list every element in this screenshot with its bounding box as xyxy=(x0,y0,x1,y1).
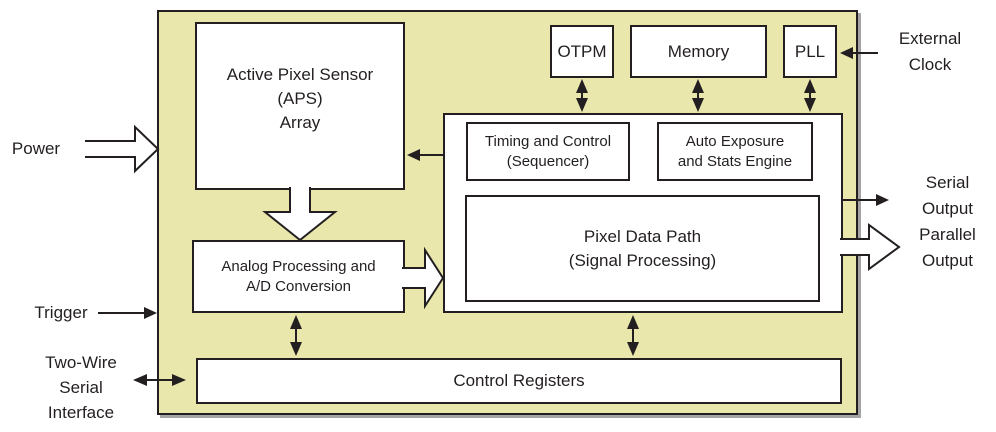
memory-block: Memory xyxy=(630,25,767,78)
serial-output-label-line1: Serial xyxy=(925,173,970,192)
pixel-data-path-block: Pixel Data Path (Signal Processing) xyxy=(465,195,820,302)
timing-control-label-line2: (Sequencer) xyxy=(506,152,590,170)
two-wire-label-line3: Interface xyxy=(47,403,115,422)
aps-array-label-line2: (APS) xyxy=(277,89,323,108)
serial-output-label-line2: Output xyxy=(921,199,974,218)
timing-control-label-line1: Timing and Control xyxy=(484,132,612,150)
two-wire-label-line2: Serial xyxy=(59,378,103,397)
trigger-arrow xyxy=(98,307,157,319)
pll-block: PLL xyxy=(783,25,837,78)
aps-array-label-line1: Active Pixel Sensor xyxy=(226,65,374,84)
two-wire-label-line1: Two-Wire xyxy=(45,353,117,372)
otpm-label: OTPM xyxy=(557,41,607,61)
aps-array-block: Active Pixel Sensor (APS) Array xyxy=(195,22,405,190)
memory-label: Memory xyxy=(667,41,730,61)
parallel-output-label-line1: Parallel xyxy=(919,225,976,244)
two-wire-serial-interface-label: Two-Wire Serial Interface xyxy=(28,350,134,425)
timing-control-block: Timing and Control (Sequencer) xyxy=(466,122,630,181)
auto-exposure-label-line2: and Stats Engine xyxy=(677,152,793,170)
analog-processing-label-line1: Analog Processing and xyxy=(221,257,376,275)
aps-array-label-line3: Array xyxy=(279,113,321,132)
analog-processing-label-line2: A/D Conversion xyxy=(245,277,352,295)
pixel-data-path-label-line1: Pixel Data Path xyxy=(583,226,702,246)
parallel-output-label-line2: Output xyxy=(921,251,974,270)
pll-label: PLL xyxy=(794,41,826,61)
pixel-data-path-label-line2: (Signal Processing) xyxy=(568,250,717,270)
auto-exposure-label-line1: Auto Exposure xyxy=(685,132,785,150)
output-labels: Serial Output Parallel Output xyxy=(900,170,995,274)
external-clock-label: External Clock xyxy=(882,26,978,78)
auto-exposure-block: Auto Exposure and Stats Engine xyxy=(657,122,813,181)
external-clock-label-line2: Clock xyxy=(908,55,952,74)
power-arrow xyxy=(85,124,160,174)
control-registers-label: Control Registers xyxy=(453,371,585,390)
otpm-block: OTPM xyxy=(550,25,614,78)
external-clock-label-line1: External xyxy=(898,29,962,48)
analog-processing-block: Analog Processing and A/D Conversion xyxy=(192,240,405,313)
trigger-label: Trigger xyxy=(34,303,88,322)
control-registers-block: Control Registers xyxy=(196,358,842,404)
power-label: Power xyxy=(11,139,61,158)
